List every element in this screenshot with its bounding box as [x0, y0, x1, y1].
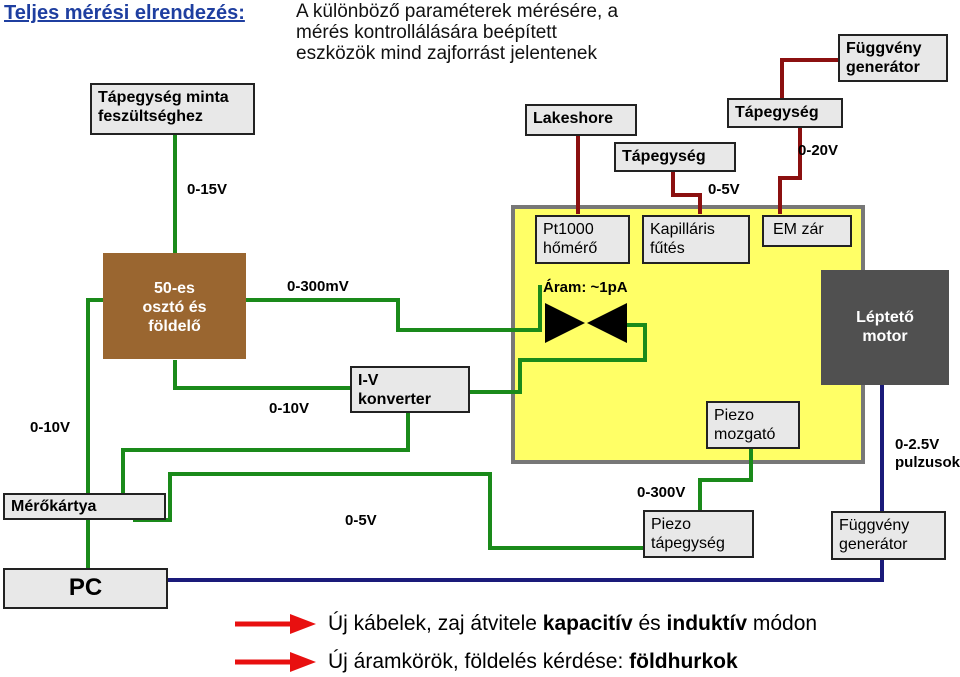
- label-0-20v: 0-20V: [798, 142, 839, 159]
- label-0-5v-heater: 0-5V: [708, 181, 740, 198]
- function-generator-bottom-box: Függvény generátor: [831, 511, 946, 560]
- em-lock-box: EM zár: [762, 215, 852, 247]
- red-wires: [576, 58, 840, 214]
- label-0-300v: 0-300V: [637, 484, 686, 501]
- capillary-heating-box: Kapilláris fűtés: [642, 215, 750, 264]
- label-0-15v: 0-15V: [187, 181, 228, 198]
- label-pulses: 0-2.5V pulzusok: [895, 436, 960, 471]
- psu-sample-box: Tápegység minta feszültséghez: [90, 83, 255, 135]
- psu-em-box: Tápegység: [727, 98, 843, 128]
- diode-left-icon: [545, 303, 585, 343]
- label-0-10v-iv: 0-10V: [269, 400, 310, 417]
- daq-card-box: Mérőkártya: [3, 493, 166, 520]
- piezo-psu-box: Piezo tápegység: [643, 510, 754, 558]
- label-current: Áram: ~1pA: [543, 279, 628, 296]
- diode-right-icon: [587, 303, 627, 343]
- navy-wires: [168, 385, 884, 582]
- stepper-motor-box: Léptető motor: [821, 270, 949, 385]
- label-0-5v-daq: 0-5V: [345, 512, 377, 529]
- iv-converter-box: I-V konverter: [350, 366, 470, 413]
- label-0-300mv: 0-300mV: [287, 278, 349, 295]
- lakeshore-box: Lakeshore: [525, 104, 637, 136]
- label-0-10v-left: 0-10V: [30, 419, 71, 436]
- pc-box: PC: [3, 568, 168, 609]
- legend-arrows: [235, 614, 316, 672]
- legend-line-2: Új áramkörök, földelés kérdése: földhurk…: [328, 650, 738, 673]
- note-text: A különböző paraméterek mérésére, a méré…: [296, 1, 619, 64]
- page-title: Teljes mérési elrendezés:: [4, 2, 245, 24]
- psu-heater-box: Tápegység: [614, 142, 736, 172]
- divider-ground-box: 50-es osztó és földelő: [103, 253, 246, 359]
- function-generator-top-box: Függvény generátor: [838, 34, 948, 82]
- legend-line-1: Új kábelek, zaj átvitele kapacitív és in…: [328, 612, 818, 635]
- piezo-mover-box: Piezo mozgató: [706, 401, 800, 449]
- pt1000-box: Pt1000 hőmérő: [535, 215, 630, 264]
